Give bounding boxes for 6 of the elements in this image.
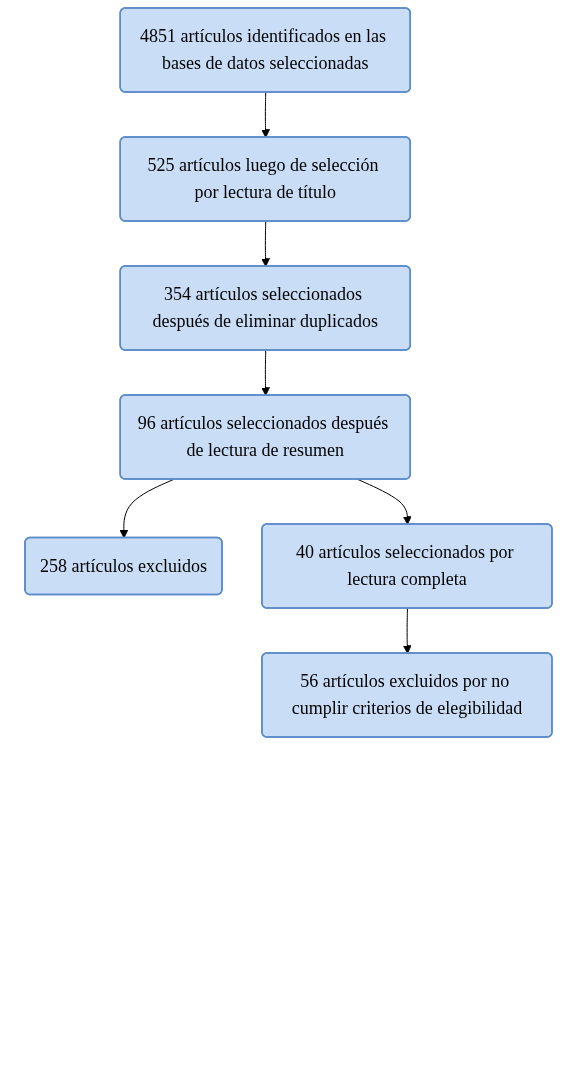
arrow bbox=[402, 608, 412, 654]
arrow bbox=[260, 92, 270, 138]
arrow bbox=[119, 479, 174, 539]
arrow bbox=[260, 350, 270, 396]
arrow bbox=[260, 221, 270, 267]
arrow bbox=[357, 479, 412, 525]
